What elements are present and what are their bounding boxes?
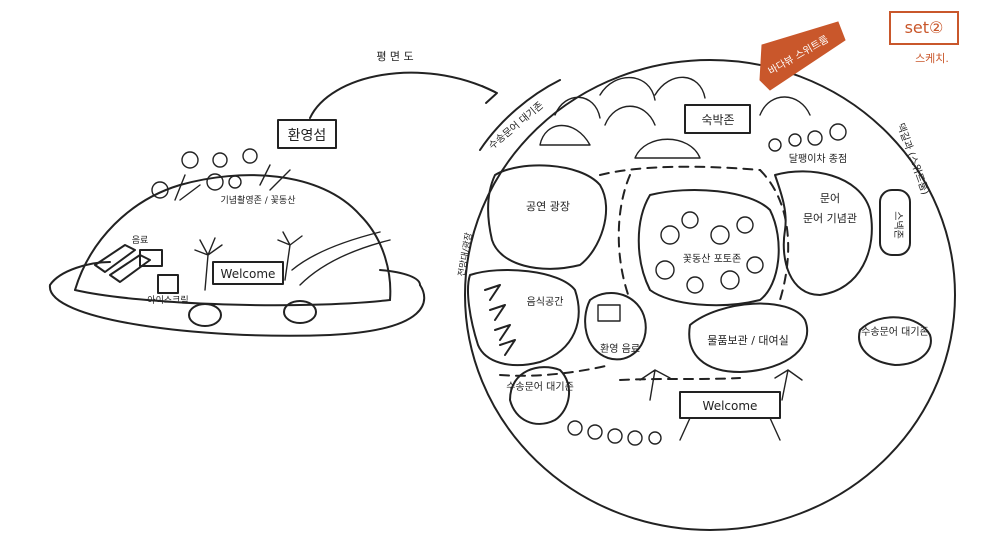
right-welcome-sign: Welcome	[703, 399, 758, 413]
wait-bottom-left-label: 수송문어 대기존	[506, 381, 574, 393]
waiting-top-label: 수송문어 대기존	[486, 99, 545, 152]
storage-region	[688, 302, 809, 373]
left-drink-label: 음료	[132, 235, 149, 246]
side-left-label: 전망대/광장	[455, 232, 475, 278]
callout-arrow: 바다뷰 스위트룸	[759, 21, 846, 91]
corner-note: 스케치.	[915, 52, 949, 65]
deck-label: 덱길과 (스위트룸)	[894, 121, 932, 196]
wait-right-label: 수송문어 대기존	[861, 326, 929, 338]
lodging-label: 숙박존	[701, 113, 734, 127]
palm-tree-icon	[194, 237, 223, 291]
flower-label: 꽃동산 포토존	[683, 253, 741, 265]
left-icecream-label: 아이스크림	[147, 294, 188, 306]
food-label: 음식공간	[527, 296, 564, 308]
storage-label: 물품보관 / 대여실	[707, 334, 789, 347]
rock-icon	[539, 76, 811, 159]
welcome-sign-icon	[212, 261, 284, 285]
arrow-label: 평 면 도	[376, 50, 413, 63]
plan-arrow: 평 면 도	[309, 50, 498, 119]
drink-cart-icon	[597, 304, 621, 322]
left-island: Welcome 기념촬영존 / 꽃동산 음료 아이스크림 환영섬	[48, 119, 426, 337]
memorial-region	[774, 170, 873, 296]
snail-icon	[567, 420, 662, 446]
flower-cluster-icon	[655, 211, 764, 294]
palm-tree-icon	[277, 231, 303, 281]
corner-badge	[889, 11, 959, 45]
snack-label: 스넥존	[892, 211, 904, 239]
callout-shape	[759, 21, 846, 91]
icecream-stand-icon	[157, 274, 179, 294]
left-welcome-sign: Welcome	[221, 267, 276, 281]
lodging-box	[684, 104, 751, 134]
flower-region	[637, 189, 780, 307]
left-top-label: 기념촬영존 / 꽃동산	[221, 195, 296, 206]
island-title: 환영섬	[288, 128, 327, 144]
wait-right-box	[858, 316, 932, 366]
wait-bottom-left-box	[509, 366, 571, 425]
memorial-label-1: 문어	[820, 192, 840, 205]
lounge-chair-icon	[94, 244, 151, 283]
drink-cart-icon	[139, 249, 163, 267]
snack-box	[879, 189, 911, 256]
drink-label: 환영 음료	[600, 343, 640, 355]
snail-label: 달팽이차 종점	[789, 153, 847, 165]
corner-set: set②	[905, 18, 944, 37]
food-region	[467, 269, 580, 367]
snail-icon	[768, 123, 847, 152]
island-title-box	[277, 119, 337, 149]
welcome-gate: Welcome	[639, 369, 803, 441]
flower-cluster-icon	[151, 148, 291, 201]
food-chair-icon	[484, 284, 516, 356]
memorial-label: 문어 기념관	[803, 212, 857, 225]
right-map: 숙박존 수송문어 대기존 달팽이차 종점 공연 광장 음식공간 전망대/광장 수…	[455, 59, 956, 531]
park-label: 공연 광장	[526, 200, 570, 213]
drink-region	[584, 291, 647, 361]
park-region	[487, 164, 608, 270]
